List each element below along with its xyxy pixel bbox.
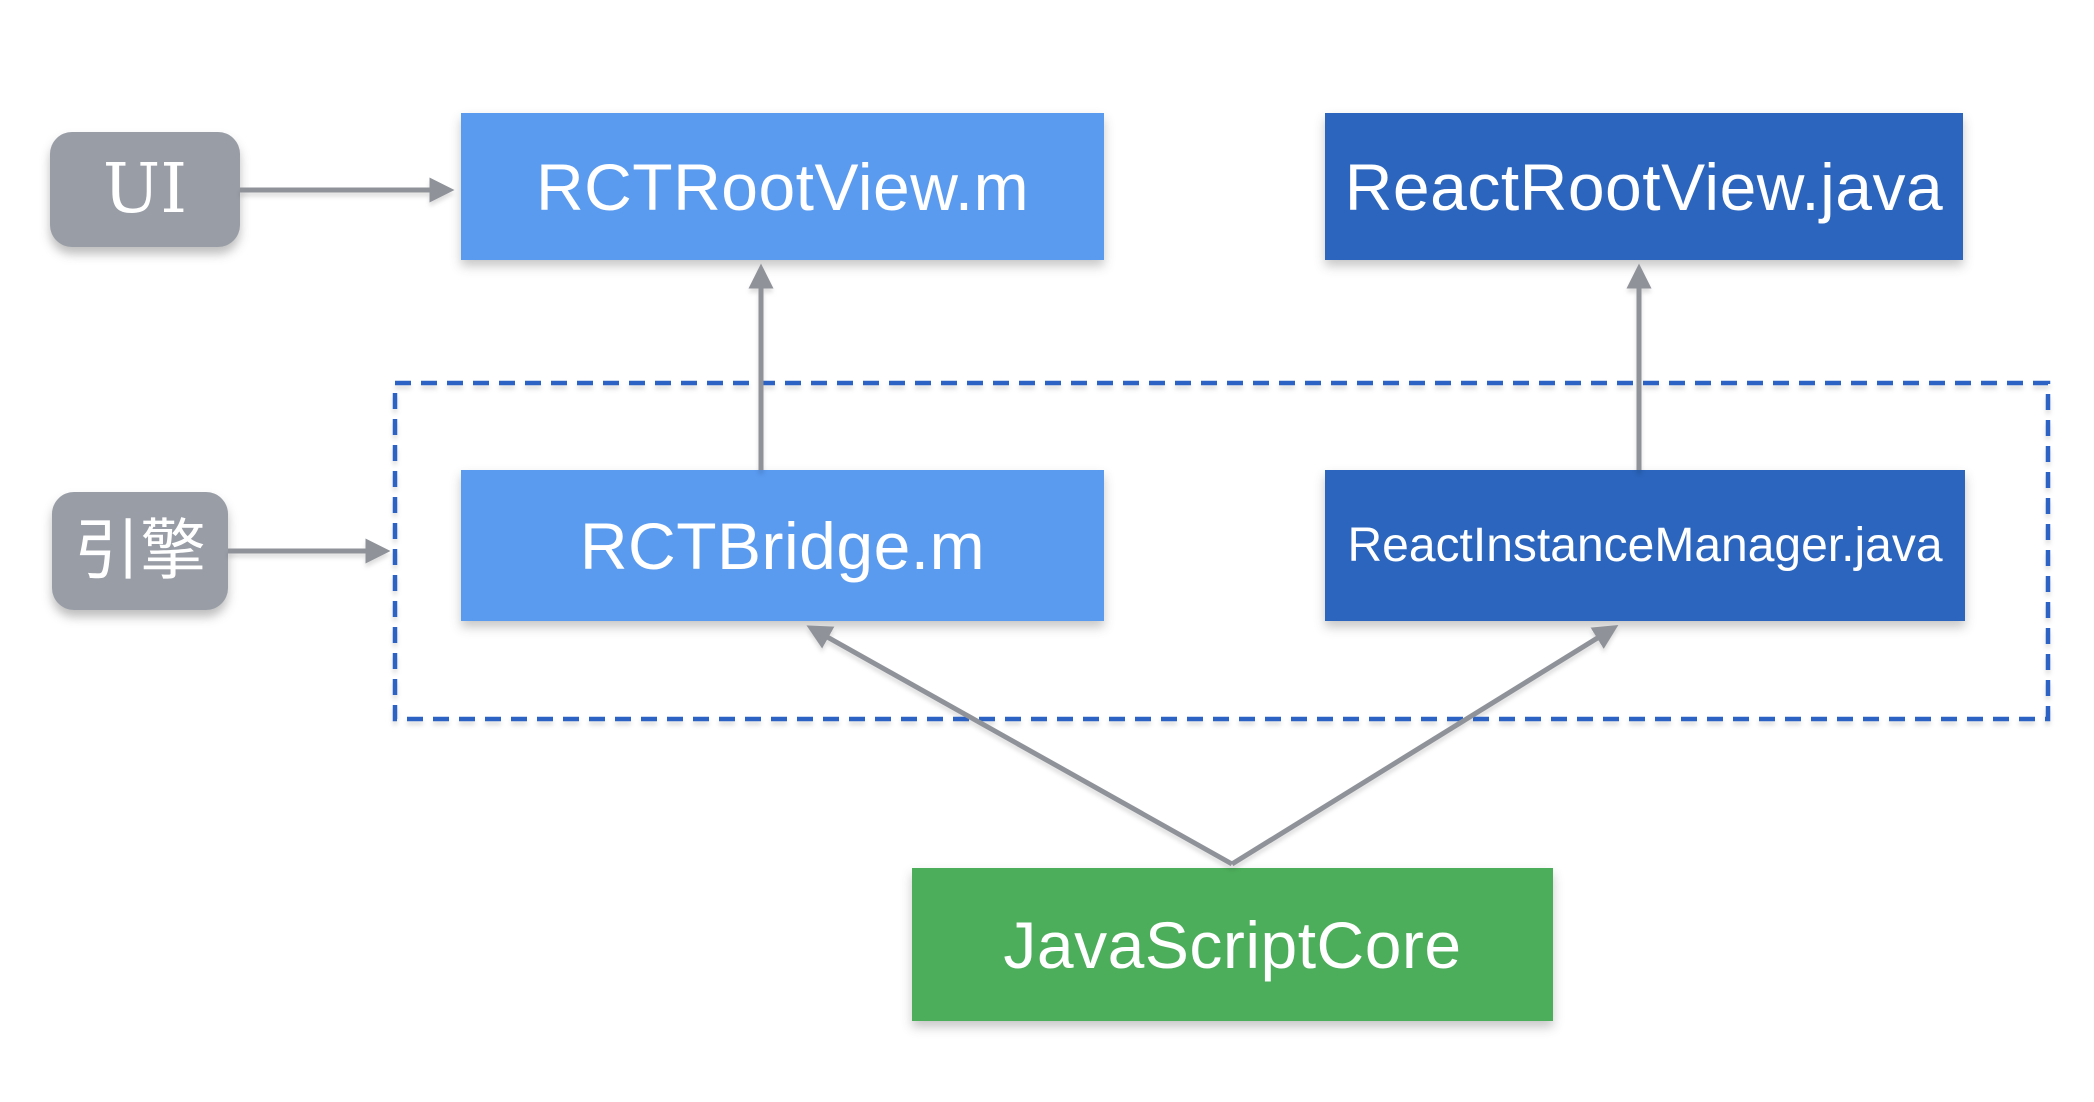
node-ui-label: UI (102, 149, 188, 229)
node-rct-bridge: RCTBridge.m (461, 470, 1104, 621)
node-rct-root-view: RCTRootView.m (461, 113, 1104, 260)
node-rct-root-view-label: RCTRootView.m (535, 149, 1030, 224)
node-react-root-view: ReactRootView.java (1325, 113, 1963, 260)
node-javascript-core-label: JavaScriptCore (1003, 907, 1462, 982)
node-rct-bridge-label: RCTBridge.m (579, 508, 986, 583)
node-engine: 引擎 (52, 492, 228, 610)
node-react-root-view-label: ReactRootView.java (1344, 149, 1944, 224)
node-javascript-core: JavaScriptCore (912, 868, 1553, 1021)
node-react-instance-manager-label: ReactInstanceManager.java (1347, 518, 1943, 572)
arrow-javascript-core-to-react-instance-manager (1230, 625, 1619, 867)
node-react-instance-manager: ReactInstanceManager.java (1325, 470, 1965, 621)
node-ui: UI (50, 132, 240, 247)
arrow-javascript-core-to-rct-bridge (806, 625, 1234, 867)
node-engine-label: 引擎 (74, 512, 206, 589)
